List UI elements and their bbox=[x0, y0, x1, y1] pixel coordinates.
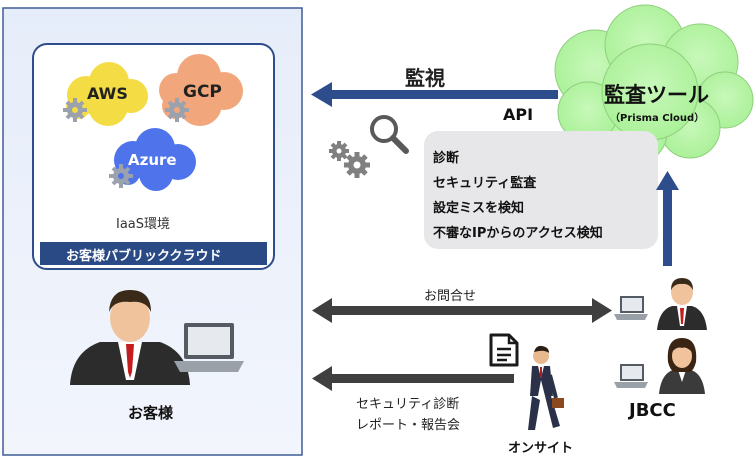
gcp-gear-icon bbox=[165, 98, 189, 122]
check-item: 診断 bbox=[433, 151, 460, 166]
monitor-label: 監視 bbox=[405, 66, 445, 90]
audit-tool-title: 監査ツール bbox=[604, 83, 709, 107]
document-icon bbox=[489, 333, 519, 367]
azure-gear-icon bbox=[109, 164, 133, 188]
report-arrow bbox=[312, 366, 514, 391]
check-item: 不審なIPからのアクセス検知 bbox=[433, 226, 603, 241]
checks-box bbox=[424, 131, 658, 249]
api-label: API bbox=[503, 105, 534, 124]
check-item: セキュリティ監査 bbox=[433, 176, 537, 191]
magnifier-icon bbox=[370, 115, 409, 154]
onsite-person-icon bbox=[528, 345, 564, 430]
public-cloud-label-bar bbox=[40, 242, 267, 265]
monitor-arrow bbox=[311, 82, 558, 107]
jbcc-staff-laptop-2 bbox=[614, 364, 648, 388]
customer-person-icon bbox=[70, 290, 190, 385]
aws-label: AWS bbox=[87, 84, 128, 103]
jbcc-label: JBCC bbox=[629, 400, 676, 421]
report-label-line2: レポート・報告会 bbox=[356, 418, 461, 433]
up-arrow bbox=[656, 171, 679, 266]
gears-icon bbox=[329, 141, 370, 178]
public-cloud-label: お客様パブリッククラウド bbox=[66, 249, 222, 264]
jbcc-staff-laptop-1 bbox=[614, 296, 648, 320]
iaas-label: IaaS環境 bbox=[116, 217, 171, 232]
inquiry-arrow bbox=[312, 298, 612, 323]
gcp-cloud-icon bbox=[159, 54, 243, 126]
gcp-label: GCP bbox=[183, 82, 222, 102]
report-label-line1: セキュリティ診断 bbox=[356, 397, 460, 412]
aws-gear-icon bbox=[63, 98, 87, 122]
audit-tool-subtitle: （Prisma Cloud） bbox=[610, 113, 705, 124]
laptop-icon bbox=[174, 323, 244, 372]
onsite-label: オンサイト bbox=[508, 441, 574, 456]
jbcc-staff-male-icon bbox=[657, 278, 707, 330]
inquiry-label: お問合せ bbox=[424, 289, 477, 304]
customer-label: お客様 bbox=[128, 404, 174, 422]
jbcc-staff-female-icon bbox=[659, 338, 705, 394]
azure-label: Azure bbox=[128, 151, 177, 169]
check-item: 設定ミスを検知 bbox=[433, 201, 525, 216]
